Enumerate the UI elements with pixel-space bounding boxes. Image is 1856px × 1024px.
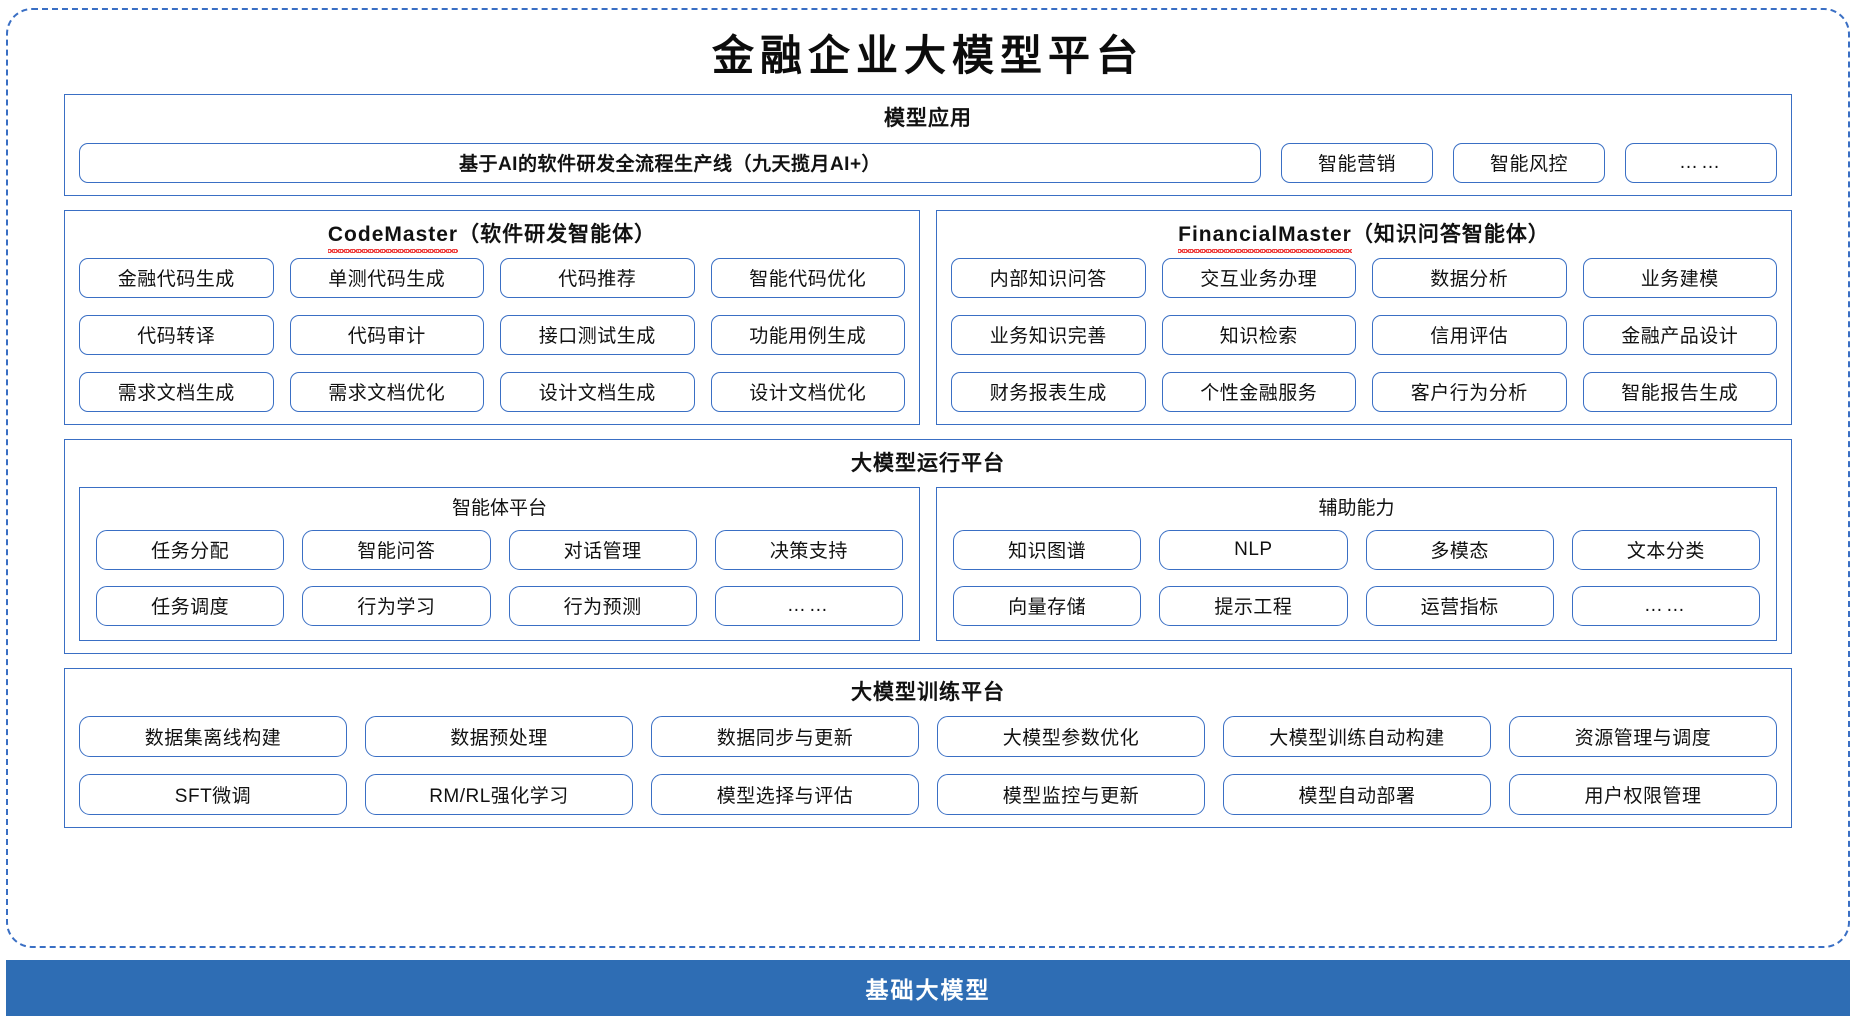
agent-platform-item-1[interactable]: 智能问答: [302, 529, 491, 570]
agents-row: CodeMaster（软件研发智能体） 金融代码生成 单测代码生成 代码推荐 智…: [64, 209, 1792, 425]
codemaster-item-6[interactable]: 接口测试生成: [500, 314, 695, 355]
support-capability-item-5[interactable]: 提示工程: [1159, 585, 1348, 626]
training-item-5[interactable]: 资源管理与调度: [1509, 716, 1777, 758]
support-capability-item-6[interactable]: 运营指标: [1365, 585, 1554, 626]
financialmaster-name-cn: （知识问答智能体）: [1351, 222, 1550, 246]
training-item-7[interactable]: RM/RL强化学习: [365, 774, 633, 816]
training-platform-grid: 数据集离线构建 数据预处理 数据同步与更新 大模型参数优化 大模型训练自动构建 …: [79, 716, 1777, 816]
financialmaster-item-1[interactable]: 交互业务办理: [1161, 257, 1356, 298]
agent-platform-item-0[interactable]: 任务分配: [96, 529, 285, 570]
section-title-run-platform: 大模型运行平台: [851, 451, 1005, 475]
financialmaster-item-8[interactable]: 财务报表生成: [951, 371, 1146, 412]
training-item-11[interactable]: 用户权限管理: [1509, 774, 1777, 816]
codemaster-item-0[interactable]: 金融代码生成: [79, 257, 274, 298]
platform-outer-container: 金融企业大模型平台 模型应用 基于AI的软件研发全流程生产线（九天揽月AI+） …: [6, 8, 1850, 948]
financialmaster-item-7[interactable]: 金融产品设计: [1582, 314, 1777, 355]
section-title-training-platform: 大模型训练平台: [851, 680, 1005, 704]
codemaster-name-latin: CodeMaster: [327, 222, 459, 254]
training-item-1[interactable]: 数据预处理: [365, 716, 633, 758]
section-title-codemaster: CodeMaster（软件研发智能体）: [79, 222, 905, 254]
financialmaster-item-9[interactable]: 个性金融服务: [1161, 371, 1356, 412]
agent-platform-item-4[interactable]: 任务调度: [96, 585, 285, 626]
training-item-8[interactable]: 模型选择与评估: [651, 774, 919, 816]
agent-platform-item-6[interactable]: 行为预测: [508, 585, 697, 626]
financialmaster-item-4[interactable]: 业务知识完善: [951, 314, 1146, 355]
financialmaster-item-11[interactable]: 智能报告生成: [1582, 371, 1777, 412]
support-capability-item-4[interactable]: 向量存储: [953, 585, 1142, 626]
codemaster-item-2[interactable]: 代码推荐: [500, 257, 695, 298]
agent-platform-item-ellipsis[interactable]: ……: [714, 585, 903, 626]
section-training-platform: 大模型训练平台 数据集离线构建 数据预处理 数据同步与更新 大模型参数优化 大模…: [64, 667, 1792, 829]
codemaster-item-7[interactable]: 功能用例生成: [710, 314, 905, 355]
group-title-support-capability: 辅助能力: [1318, 498, 1395, 520]
codemaster-item-4[interactable]: 代码转译: [79, 314, 274, 355]
financialmaster-capability-grid: 内部知识问答 交互业务办理 数据分析 业务建模 业务知识完善 知识检索 信用评估…: [951, 257, 1777, 412]
codemaster-item-5[interactable]: 代码审计: [289, 314, 484, 355]
agent-platform-item-3[interactable]: 决策支持: [714, 529, 903, 570]
training-item-2[interactable]: 数据同步与更新: [651, 716, 919, 758]
codemaster-item-10[interactable]: 设计文档生成: [500, 371, 695, 412]
training-item-10[interactable]: 模型自动部署: [1223, 774, 1491, 816]
support-capability-grid: 知识图谱 NLP 多模态 文本分类 向量存储 提示工程 运营指标 ……: [953, 529, 1760, 626]
codemaster-item-1[interactable]: 单测代码生成: [289, 257, 484, 298]
financialmaster-item-5[interactable]: 知识检索: [1161, 314, 1356, 355]
training-item-3[interactable]: 大模型参数优化: [937, 716, 1205, 758]
group-support-capability: 辅助能力 知识图谱 NLP 多模态 文本分类 向量存储 提示工程 运营指标 ……: [936, 487, 1777, 641]
codemaster-item-3[interactable]: 智能代码优化: [710, 257, 905, 298]
training-item-6[interactable]: SFT微调: [79, 774, 347, 816]
training-item-9[interactable]: 模型监控与更新: [937, 774, 1205, 816]
financialmaster-item-3[interactable]: 业务建模: [1582, 257, 1777, 298]
codemaster-name-cn: （软件研发智能体）: [458, 222, 657, 246]
support-capability-item-2[interactable]: 多模态: [1365, 529, 1554, 570]
model-application-row: 基于AI的软件研发全流程生产线（九天揽月AI+） 智能营销 智能风控 ……: [79, 142, 1777, 183]
training-item-4[interactable]: 大模型训练自动构建: [1223, 716, 1491, 758]
section-title-model-application: 模型应用: [884, 107, 972, 131]
support-capability-item-3[interactable]: 文本分类: [1571, 529, 1760, 570]
codemaster-item-11[interactable]: 设计文档优化: [710, 371, 905, 412]
foundation-model-bar: 基础大模型: [6, 960, 1850, 1016]
financialmaster-item-10[interactable]: 客户行为分析: [1372, 371, 1567, 412]
group-title-agent-platform: 智能体平台: [451, 498, 547, 520]
agent-platform-item-2[interactable]: 对话管理: [508, 529, 697, 570]
app-item-smart-risk-control[interactable]: 智能风控: [1453, 142, 1605, 183]
support-capability-item-1[interactable]: NLP: [1159, 529, 1348, 570]
page-title: 金融企业大模型平台: [711, 34, 1144, 80]
financialmaster-item-6[interactable]: 信用评估: [1372, 314, 1567, 355]
section-financialmaster: FinancialMaster（知识问答智能体） 内部知识问答 交互业务办理 数…: [936, 209, 1792, 425]
run-platform-groups: 智能体平台 任务分配 智能问答 对话管理 决策支持 任务调度 行为学习 行为预测…: [79, 487, 1777, 641]
app-item-smart-marketing[interactable]: 智能营销: [1281, 142, 1433, 183]
section-model-application: 模型应用 基于AI的软件研发全流程生产线（九天揽月AI+） 智能营销 智能风控 …: [64, 94, 1792, 196]
codemaster-item-9[interactable]: 需求文档优化: [289, 371, 484, 412]
support-capability-item-ellipsis[interactable]: ……: [1571, 585, 1760, 626]
financialmaster-item-2[interactable]: 数据分析: [1372, 257, 1567, 298]
agent-platform-grid: 任务分配 智能问答 对话管理 决策支持 任务调度 行为学习 行为预测 ……: [96, 529, 903, 626]
agent-platform-item-5[interactable]: 行为学习: [302, 585, 491, 626]
financialmaster-name-latin: FinancialMaster: [1178, 222, 1352, 254]
financialmaster-item-0[interactable]: 内部知识问答: [951, 257, 1146, 298]
section-title-financialmaster: FinancialMaster（知识问答智能体）: [951, 222, 1777, 254]
section-run-platform: 大模型运行平台 智能体平台 任务分配 智能问答 对话管理 决策支持 任务调度 行…: [64, 438, 1792, 654]
codemaster-capability-grid: 金融代码生成 单测代码生成 代码推荐 智能代码优化 代码转译 代码审计 接口测试…: [79, 257, 905, 412]
codemaster-item-8[interactable]: 需求文档生成: [79, 371, 274, 412]
app-item-ellipsis[interactable]: ……: [1625, 142, 1777, 183]
support-capability-item-0[interactable]: 知识图谱: [953, 529, 1142, 570]
training-item-0[interactable]: 数据集离线构建: [79, 716, 347, 758]
section-codemaster: CodeMaster（软件研发智能体） 金融代码生成 单测代码生成 代码推荐 智…: [64, 209, 920, 425]
foundation-model-label: 基础大模型: [865, 977, 991, 1003]
app-item-primary-pipeline[interactable]: 基于AI的软件研发全流程生产线（九天揽月AI+）: [79, 142, 1261, 183]
group-agent-platform: 智能体平台 任务分配 智能问答 对话管理 决策支持 任务调度 行为学习 行为预测…: [79, 487, 920, 641]
